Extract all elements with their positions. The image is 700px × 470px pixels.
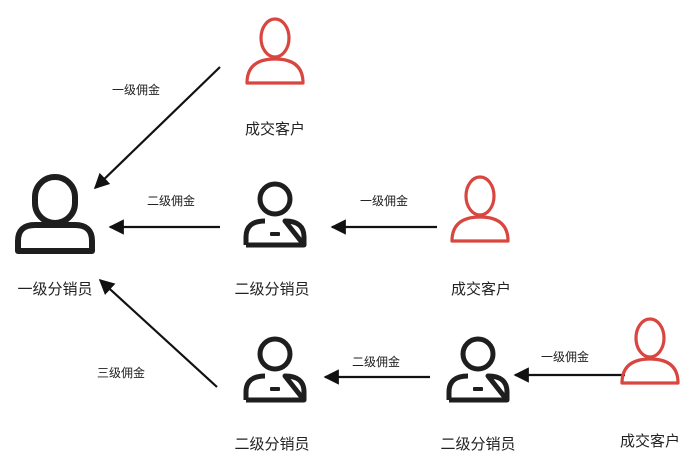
edge-label-commission: 一级佣金	[112, 83, 161, 97]
edge-label-commission: 一级佣金	[360, 194, 409, 208]
edge-label-commission: 二级佣金	[352, 355, 401, 369]
person-outline-icon	[245, 17, 305, 85]
person-badge-icon	[446, 336, 510, 403]
edge-label-commission: 二级佣金	[147, 194, 196, 208]
edge-label-commission: 一级佣金	[541, 350, 590, 364]
person-badge-icon	[243, 181, 307, 248]
person-badge-icon	[243, 336, 307, 403]
node-label-customer-top: 成交客户	[244, 120, 305, 138]
person-outline-icon	[620, 317, 680, 385]
node-label-l2-bot-a: 二级分销员	[234, 435, 310, 453]
edge-top-customer-to-l1	[93, 66, 221, 190]
edge-label-commission: 三级佣金	[97, 366, 146, 380]
person-outline-icon	[450, 175, 510, 243]
node-label-l2-mid: 二级分销员	[234, 280, 310, 298]
node-label-customer-mid: 成交客户	[450, 280, 511, 298]
person-rounded-icon	[15, 174, 95, 254]
node-label-l1: 一级分销员	[17, 280, 93, 298]
edge-l2bota-to-l1	[98, 278, 218, 388]
node-label-l2-bot-b: 二级分销员	[440, 435, 516, 453]
node-label-customer-bot: 成交客户	[619, 432, 680, 450]
